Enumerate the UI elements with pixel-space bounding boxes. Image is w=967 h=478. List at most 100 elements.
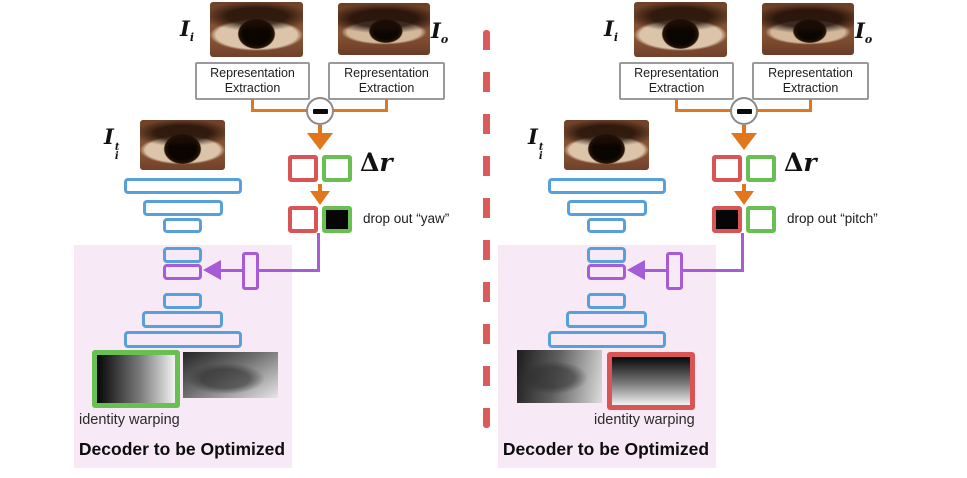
injection-line-horizontal: [220, 269, 320, 272]
math-sub: i: [189, 31, 195, 45]
math-sub: o: [864, 33, 873, 47]
feature-square-dropped: [322, 206, 352, 233]
input-image-label: Ii: [604, 16, 618, 44]
minus-icon: [306, 97, 334, 125]
identity-warp-map: [183, 352, 278, 398]
decoder-block: [163, 247, 202, 263]
decoder-block: [142, 311, 223, 328]
injection-module: [666, 252, 683, 290]
representation-extraction-box: Representation Extraction: [328, 62, 445, 100]
delta-r-label: Δr: [360, 148, 393, 177]
injection-line-vertical: [317, 233, 320, 272]
decoder-block: [587, 293, 626, 309]
feature-square-green: [322, 155, 352, 182]
representation-extraction-box: Representation Extraction: [619, 62, 734, 100]
injection-line-vertical: [741, 233, 744, 272]
minus-bar: [736, 108, 752, 114]
arrow-left-icon: [203, 260, 221, 280]
target-eye-image: [564, 120, 649, 170]
representation-extraction-box: Representation Extraction: [752, 62, 869, 100]
math-sub: i: [538, 151, 543, 162]
decoder-block: [124, 331, 242, 348]
delta-symbol: Δ: [784, 148, 804, 177]
math-sup: t: [114, 142, 120, 153]
representation-extraction-box: Representation Extraction: [195, 62, 310, 100]
repbox-line1: Representation: [210, 66, 295, 80]
encoder-block: [587, 218, 626, 233]
decoder-block-injected: [163, 264, 202, 280]
decoder-title: Decoder to be Optimized: [502, 439, 710, 459]
other-eye-image: [762, 3, 854, 55]
decoder-block: [566, 311, 647, 328]
delta-r-label: Δr: [784, 148, 817, 177]
repbox-line1: Representation: [768, 66, 853, 80]
arrow-stem: [742, 125, 746, 134]
minus-bar: [312, 108, 328, 114]
repbox-line2: Extraction: [648, 81, 705, 95]
decoder-block: [548, 331, 666, 348]
connector-segment: [809, 99, 812, 112]
pipeline-panel-pitch: Ii Io Representation Extraction Represen…: [494, 0, 898, 478]
connector-segment: [251, 99, 254, 112]
minus-icon: [730, 97, 758, 125]
injection-module: [242, 252, 259, 290]
other-eye-image: [338, 3, 430, 55]
arrow-stem: [742, 184, 746, 192]
math-base: I: [604, 16, 614, 41]
arrow-down-icon: [731, 133, 757, 150]
decoder-block-injected: [587, 264, 626, 280]
math-base: I: [431, 18, 441, 43]
math-base: I: [855, 18, 865, 43]
repbox-line2: Extraction: [782, 81, 839, 95]
repbox-line1: Representation: [344, 66, 429, 80]
encoder-block: [163, 218, 202, 233]
target-eye-image: [140, 120, 225, 170]
arrow-down-icon: [734, 191, 754, 205]
connector-segment: [675, 99, 678, 112]
repbox-line2: Extraction: [358, 81, 415, 95]
repbox-line1: Representation: [634, 66, 719, 80]
dropout-label: drop out “pitch”: [787, 211, 878, 226]
input-image-label: Ii: [180, 16, 194, 44]
feature-square-red: [288, 206, 318, 233]
math-sup: t: [538, 142, 544, 153]
math-base: I: [528, 124, 538, 149]
feature-square-red: [288, 155, 318, 182]
repbox-line2: Extraction: [224, 81, 281, 95]
feature-square-green: [746, 155, 776, 182]
r-symbol: r: [379, 148, 393, 177]
arrow-down-icon: [310, 191, 330, 205]
decoder-block: [587, 247, 626, 263]
input-eye-image: [634, 2, 727, 57]
feature-square-green: [746, 206, 776, 233]
math-sub: i: [613, 31, 619, 45]
identity-warping-label: identity warping: [594, 412, 695, 428]
decoder-title: Decoder to be Optimized: [78, 439, 286, 459]
math-sub: i: [114, 151, 119, 162]
feature-square-dropped: [712, 206, 742, 233]
encoder-block: [124, 178, 242, 194]
arrow-left-icon: [627, 260, 645, 280]
identity-warp-map: [517, 350, 602, 403]
connector-segment: [385, 99, 388, 112]
injection-line-horizontal: [644, 269, 744, 272]
decoder-block: [163, 293, 202, 309]
gaze-warp-map-yaw: [92, 350, 180, 408]
other-image-label: Io: [855, 18, 872, 46]
math-base: I: [180, 16, 190, 41]
r-symbol: r: [803, 148, 817, 177]
encoder-block: [567, 200, 647, 216]
arrow-stem: [318, 184, 322, 192]
input-eye-image: [210, 2, 303, 57]
other-image-label: Io: [431, 18, 448, 46]
pipeline-panel-yaw: Ii Io Representation Extraction Represen…: [70, 0, 474, 478]
math-sub: o: [440, 33, 449, 47]
encoder-block: [143, 200, 223, 216]
math-base: I: [104, 124, 114, 149]
dashed-divider: [483, 30, 490, 428]
delta-symbol: Δ: [360, 148, 380, 177]
feature-square-red: [712, 155, 742, 182]
